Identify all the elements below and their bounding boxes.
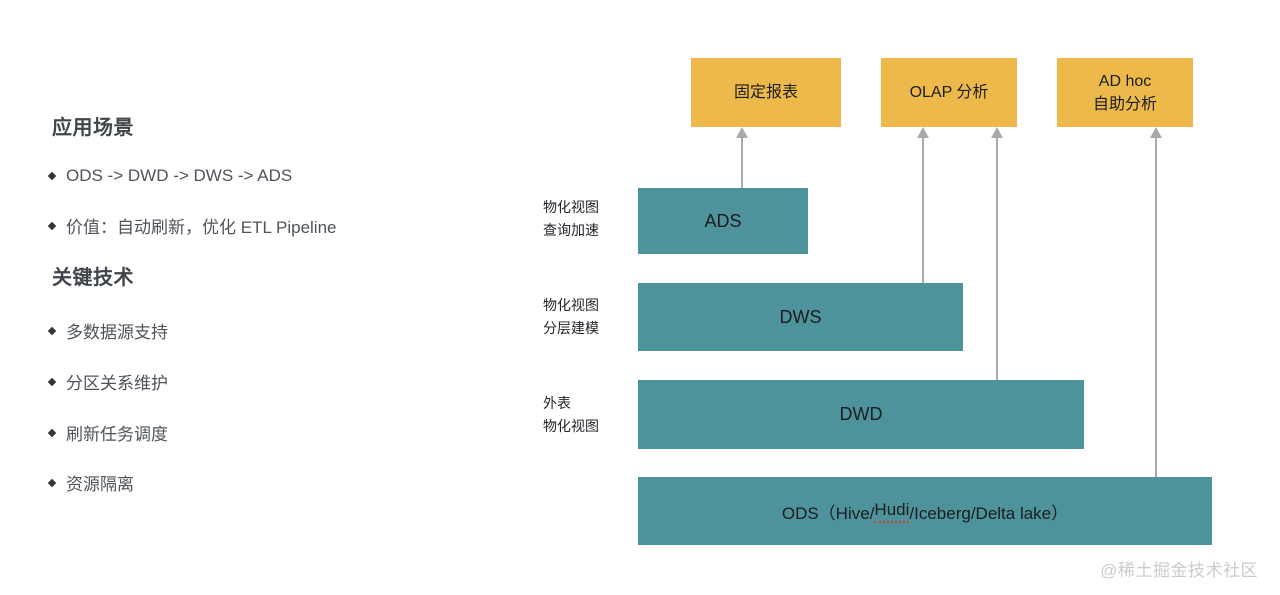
bullet-resource-isolation: 资源隔离 bbox=[47, 470, 134, 495]
arrow-up-icon bbox=[917, 127, 929, 138]
bullet-diamond-icon bbox=[47, 428, 57, 437]
box-label-line2: 自助分析 bbox=[1092, 95, 1157, 113]
side-label-ads: 物化视图 查询加速 bbox=[543, 196, 599, 242]
side-label-dws: 物化视图 分层建模 bbox=[543, 294, 599, 340]
bullet-text: 价值：自动刷新，优化 ETL Pipeline bbox=[66, 218, 337, 237]
side-label-line1: 外表 bbox=[543, 395, 571, 411]
bullet-text: 资源隔离 bbox=[66, 475, 134, 494]
side-label-line2: 分层建模 bbox=[543, 320, 599, 336]
box-label-line1: AD hoc bbox=[1098, 72, 1152, 90]
layer-label-pre: ODS（Hive/ bbox=[781, 503, 875, 523]
layer-dwd: DWD bbox=[638, 380, 1084, 449]
watermark: @稀土掘金技术社区 bbox=[1100, 561, 1258, 580]
layer-label-misspelled-word: Hudi bbox=[874, 500, 910, 523]
layer-label: ADS bbox=[704, 210, 742, 231]
layer-ods: ODS（Hive/Hudi/Iceberg/Delta lake） bbox=[638, 477, 1212, 545]
heading-key-technologies: 关键技术 bbox=[52, 267, 134, 289]
layer-ads: ADS bbox=[638, 188, 808, 254]
bullet-diamond-icon bbox=[47, 326, 57, 335]
box-label: 固定报表 bbox=[733, 84, 798, 101]
layer-label: DWS bbox=[779, 306, 822, 327]
bullet-text: 分区关系维护 bbox=[66, 374, 168, 393]
arrow-up-icon bbox=[991, 127, 1003, 138]
heading-application-scenarios: 应用场景 bbox=[52, 117, 134, 139]
arrow-up-icon bbox=[736, 127, 748, 138]
bullet-diamond-icon bbox=[47, 377, 57, 386]
bullet-multi-source: 多数据源支持 bbox=[47, 318, 168, 343]
layer-label: DWD bbox=[839, 404, 883, 424]
box-adhoc-analysis: AD hoc 自助分析 bbox=[1057, 58, 1193, 127]
side-label-line1: 物化视图 bbox=[543, 297, 599, 313]
box-fixed-report: 固定报表 bbox=[691, 58, 841, 127]
side-label-dwd: 外表 物化视图 bbox=[543, 392, 599, 438]
side-label-line2: 查询加速 bbox=[543, 222, 599, 238]
bullet-refresh-scheduling: 刷新任务调度 bbox=[47, 420, 168, 445]
bullet-partition-relation: 分区关系维护 bbox=[47, 369, 168, 394]
bullet-value: 价值：自动刷新，优化 ETL Pipeline bbox=[47, 213, 337, 238]
bullet-text: 多数据源支持 bbox=[66, 323, 168, 342]
box-label: OLAP 分析 bbox=[909, 84, 989, 101]
side-label-line1: 物化视图 bbox=[543, 199, 599, 215]
bullet-diamond-icon bbox=[47, 221, 57, 230]
box-olap-analysis: OLAP 分析 bbox=[881, 58, 1017, 127]
layer-label-post: /Iceberg/Delta lake） bbox=[909, 503, 1069, 523]
side-label-line2: 物化视图 bbox=[543, 418, 599, 434]
bullet-text: ODS -> DWD -> DWS -> ADS bbox=[66, 166, 293, 185]
bullet-ods-pipeline: ODS -> DWD -> DWS -> ADS bbox=[47, 166, 293, 186]
bullet-diamond-icon bbox=[47, 478, 57, 487]
bullet-text: 刷新任务调度 bbox=[66, 425, 168, 444]
layer-dws: DWS bbox=[638, 283, 963, 351]
arrow-up-icon bbox=[1150, 127, 1162, 138]
bullet-diamond-icon bbox=[47, 171, 57, 181]
